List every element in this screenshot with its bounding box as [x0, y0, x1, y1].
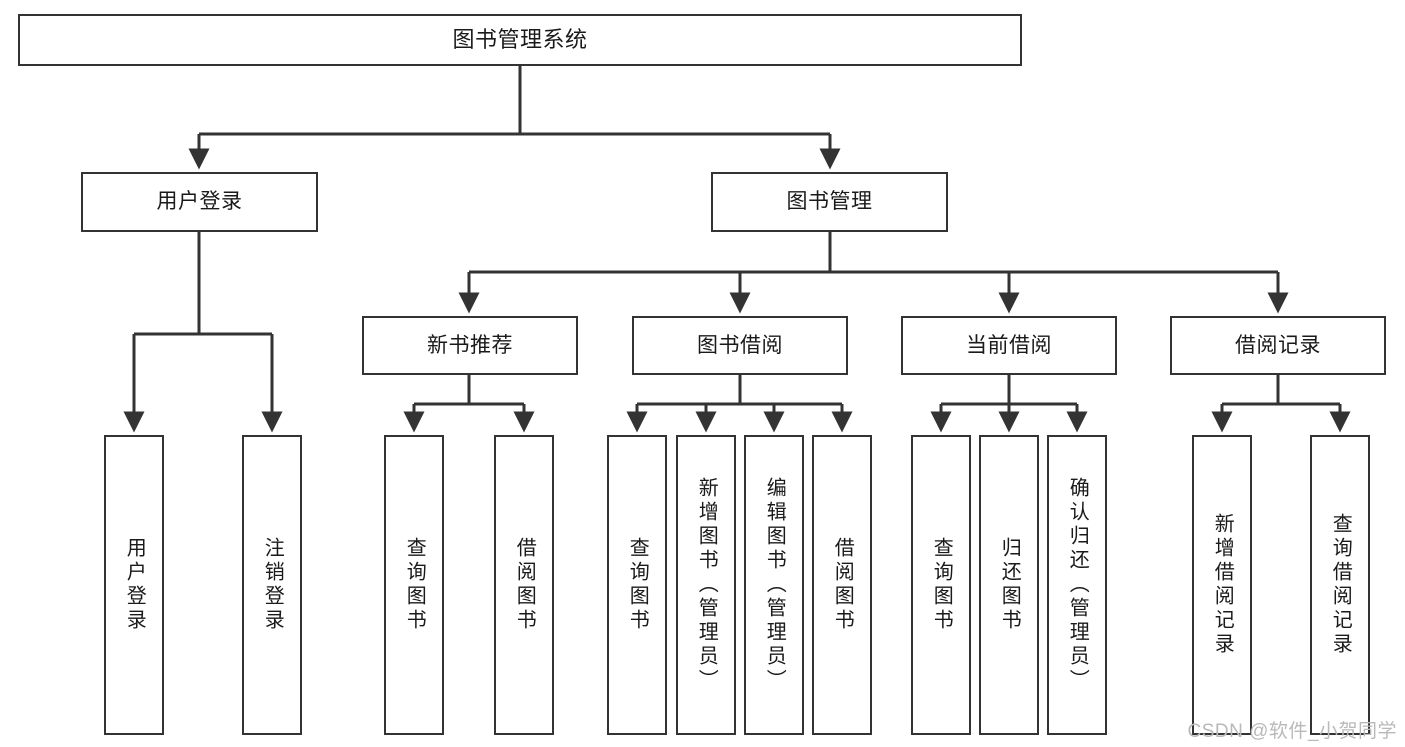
node-leaf-confirm-return[interactable]: 确认归还（管理员）: [1047, 435, 1107, 735]
node-leaf-query-book-3-label: 查询图书: [930, 537, 953, 633]
node-current-borrow-label: 当前借阅: [966, 333, 1052, 357]
node-leaf-add-record[interactable]: 新增借阅记录: [1192, 435, 1252, 735]
node-leaf-query-record[interactable]: 查询借阅记录: [1310, 435, 1370, 735]
node-leaf-edit-book[interactable]: 编辑图书（管理员）: [744, 435, 804, 735]
watermark-text: CSDN @软件_小贺同学: [1187, 721, 1397, 742]
node-book-manage[interactable]: 图书管理: [711, 172, 948, 232]
node-leaf-borrow-book-1-label: 借阅图书: [513, 537, 536, 633]
node-leaf-return-book[interactable]: 归还图书: [979, 435, 1039, 735]
node-leaf-edit-book-label: 编辑图书（管理员）: [763, 477, 786, 693]
node-root-label: 图书管理系统: [452, 26, 588, 52]
node-borrow-record[interactable]: 借阅记录: [1170, 316, 1386, 375]
node-new-book-recommend-label: 新书推荐: [427, 333, 513, 357]
node-book-borrow-label: 图书借阅: [697, 333, 783, 357]
node-leaf-query-record-label: 查询借阅记录: [1329, 513, 1352, 657]
node-root[interactable]: 图书管理系统: [18, 14, 1022, 66]
node-new-book-recommend[interactable]: 新书推荐: [362, 316, 578, 375]
node-leaf-borrow-book-2-label: 借阅图书: [831, 537, 854, 633]
node-leaf-add-book-label: 新增图书（管理员）: [695, 477, 718, 693]
node-user-login-label: 用户登录: [156, 190, 243, 214]
node-leaf-logout[interactable]: 注销登录: [242, 435, 302, 735]
node-leaf-add-record-label: 新增借阅记录: [1211, 513, 1234, 657]
node-leaf-query-book-3[interactable]: 查询图书: [911, 435, 971, 735]
node-book-borrow[interactable]: 图书借阅: [632, 316, 848, 375]
node-leaf-borrow-book-1[interactable]: 借阅图书: [494, 435, 554, 735]
node-leaf-add-book[interactable]: 新增图书（管理员）: [676, 435, 736, 735]
node-leaf-logout-label: 注销登录: [261, 537, 284, 633]
node-leaf-borrow-book-2[interactable]: 借阅图书: [812, 435, 872, 735]
node-leaf-query-book-1-label: 查询图书: [403, 537, 426, 633]
node-leaf-query-book-2[interactable]: 查询图书: [607, 435, 667, 735]
node-current-borrow[interactable]: 当前借阅: [901, 316, 1117, 375]
node-user-login[interactable]: 用户登录: [81, 172, 318, 232]
node-book-manage-label: 图书管理: [786, 190, 873, 214]
node-leaf-query-book-1[interactable]: 查询图书: [384, 435, 444, 735]
node-leaf-user-login-label: 用户登录: [123, 537, 146, 633]
node-borrow-record-label: 借阅记录: [1235, 333, 1321, 357]
node-leaf-confirm-return-label: 确认归还（管理员）: [1066, 477, 1089, 693]
node-leaf-query-book-2-label: 查询图书: [626, 537, 649, 633]
node-leaf-user-login[interactable]: 用户登录: [104, 435, 164, 735]
node-leaf-return-book-label: 归还图书: [998, 537, 1021, 633]
